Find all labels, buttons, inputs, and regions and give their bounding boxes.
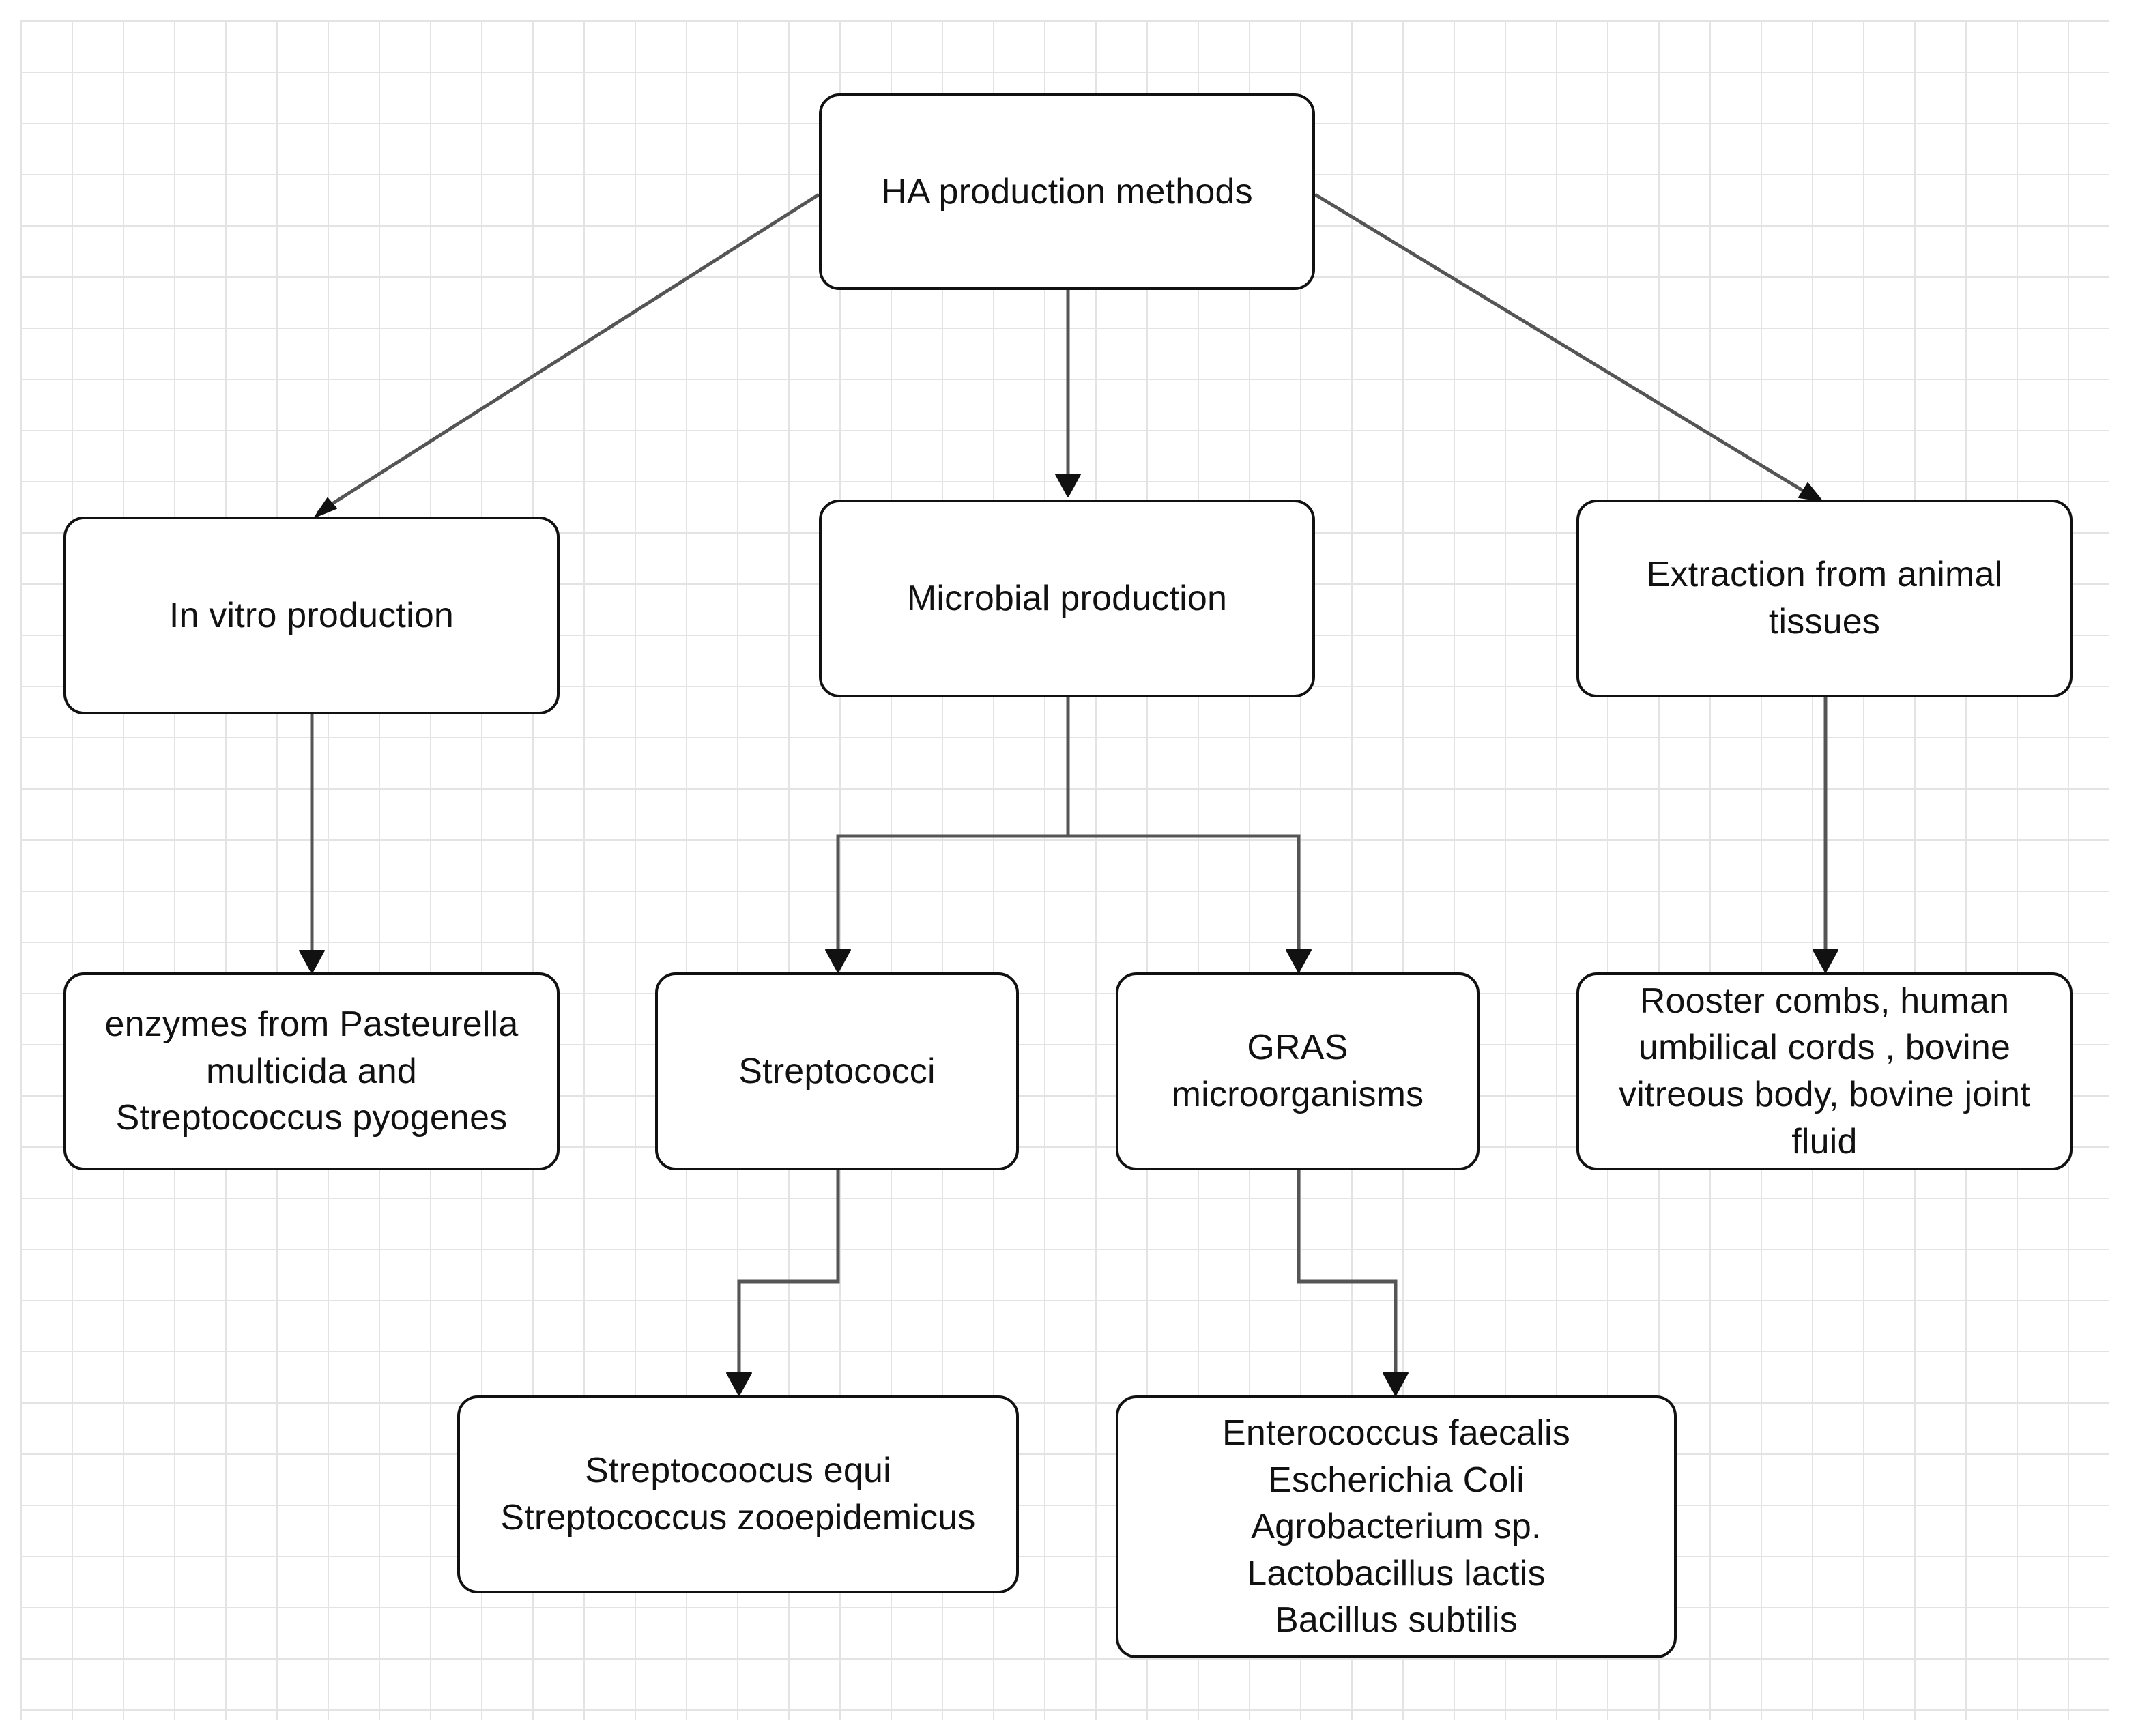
- arrowhead-gras-species: [1383, 1372, 1409, 1396]
- edge-root-to-extraction: [1314, 192, 1817, 500]
- node-label-strep-species: Streptocoocus equi Streptococcus zooepid…: [500, 1451, 976, 1537]
- node-label-gras: GRAS microorganisms: [1171, 1028, 1424, 1114]
- node-enzymes: enzymes from Pasteurella multicida and S…: [63, 972, 560, 1170]
- node-streptococcus-species: Streptocoocus equi Streptococcus zooepid…: [457, 1395, 1019, 1593]
- node-animal-tissue-sources: Rooster combs, human umbilical cords , b…: [1576, 972, 2073, 1170]
- arrowhead-strep-species: [726, 1372, 752, 1396]
- node-label-enzymes: enzymes from Pasteurella multicida and S…: [104, 1004, 519, 1138]
- arrowhead-in-vitro: [314, 497, 337, 518]
- node-label-microbial: Microbial production: [906, 578, 1228, 618]
- arrowhead-enzymes: [299, 950, 325, 974]
- node-ha-production-methods: HA production methods: [819, 93, 1315, 290]
- node-label-root: HA production methods: [881, 171, 1253, 212]
- grid-background: [20, 20, 2109, 1720]
- arrowhead-gras: [1286, 949, 1312, 973]
- node-label-streptococci: Streptococci: [738, 1051, 936, 1091]
- node-streptococci: Streptococci: [655, 972, 1019, 1170]
- node-label-gras-species: Enterococcus faecalis Escherichia Coli A…: [1222, 1413, 1570, 1640]
- node-label-in-vitro: In vitro production: [169, 595, 454, 635]
- arrowhead-extraction: [1798, 482, 1823, 502]
- arrowhead-streptococci: [825, 949, 851, 973]
- arrowhead-rooster: [1813, 949, 1838, 973]
- node-in-vitro-production: In vitro production: [63, 517, 560, 714]
- edge-streptococci-to-species: [737, 1168, 840, 1378]
- node-label-rooster: Rooster combs, human umbilical cords , b…: [1619, 981, 2030, 1161]
- edge-root-to-in-vitro: [316, 192, 820, 515]
- node-gras-microorganisms: GRAS microorganisms: [1116, 972, 1480, 1170]
- node-microbial-production: Microbial production: [819, 500, 1315, 697]
- edge-gras-to-species: [1297, 1168, 1398, 1378]
- arrowhead-microbial: [1055, 474, 1081, 497]
- edge-branch-to-gras: [1068, 834, 1301, 955]
- edge-branch-to-streptococci: [836, 834, 1068, 955]
- node-extraction-from-animal-tissues: Extraction from animal tissues: [1576, 500, 2073, 697]
- node-gras-species: Enterococcus faecalis Escherichia Coli A…: [1116, 1395, 1677, 1658]
- node-label-extraction: Extraction from animal tissues: [1646, 555, 2003, 641]
